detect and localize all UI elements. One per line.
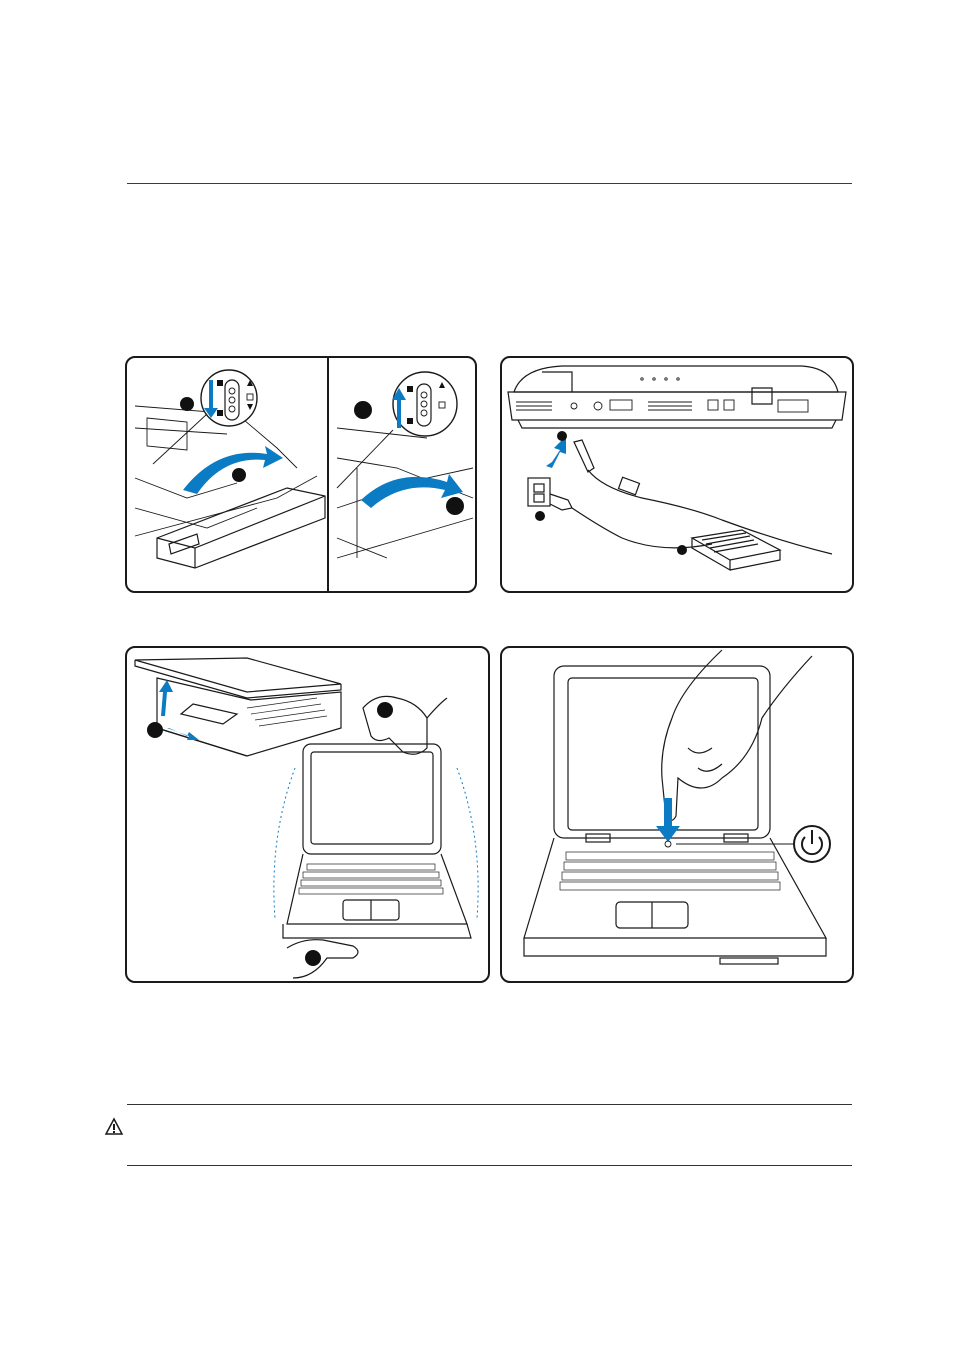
power-adapter-illustration: [500, 356, 854, 593]
battery-install-illustration: [125, 356, 477, 593]
power-symbol-icon: [676, 826, 830, 862]
power-button-illustration: [500, 646, 854, 983]
note-rule-top: [127, 1104, 852, 1105]
unlock-icon: [217, 380, 223, 386]
lock-icon: [217, 410, 223, 416]
battery-lock-icon: [201, 370, 257, 426]
warning-icon: [104, 1117, 124, 1142]
note-rule-bottom: [127, 1165, 852, 1166]
open-display-illustration: [125, 646, 490, 983]
header-rule: [127, 183, 852, 184]
